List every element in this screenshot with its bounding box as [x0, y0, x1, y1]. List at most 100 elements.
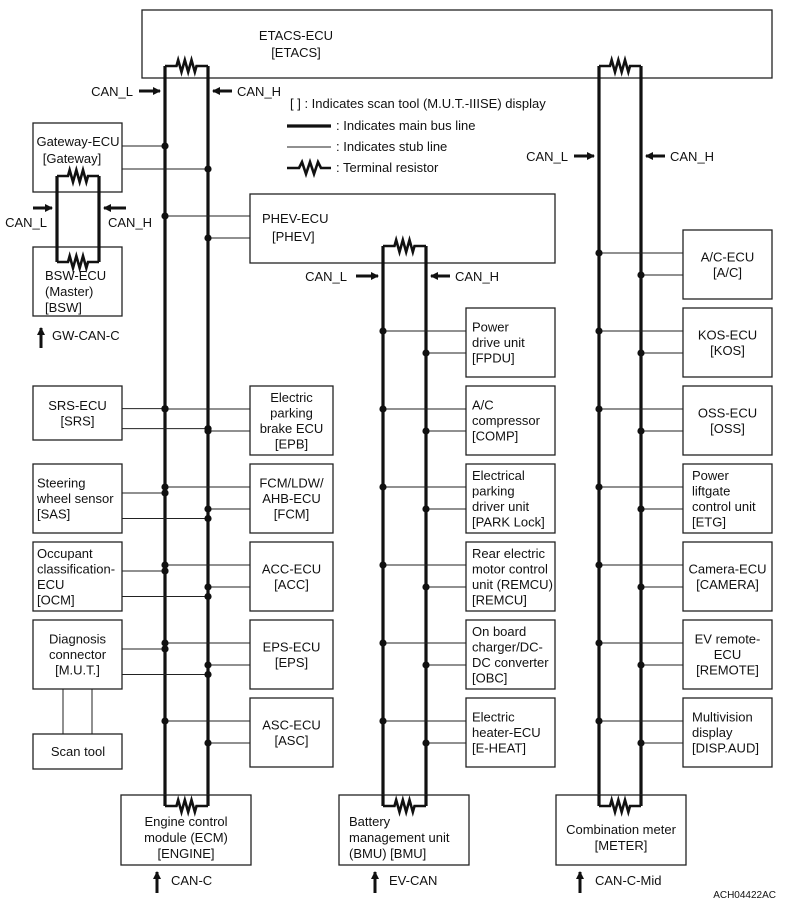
left-col-2-line-3: [SAS] — [37, 507, 70, 522]
etacs-code: [ETACS] — [271, 45, 321, 60]
bottom-2-bus-label: EV-CAN — [389, 873, 437, 888]
right-col-5-line-1: Camera-ECU — [688, 561, 766, 576]
ev-col-4-node-h — [422, 583, 430, 591]
can-c-mid-bottom-resistor-top — [599, 795, 641, 817]
phev-box — [249, 193, 556, 264]
ev-col-1-box — [465, 307, 556, 378]
ev-col-5-node-h — [422, 661, 430, 669]
can-c-top-resistor — [165, 55, 208, 77]
right-col-7-box — [682, 697, 773, 768]
ev-col-4-node-l — [379, 561, 387, 569]
ev-col-3-line-2: parking — [472, 483, 515, 498]
right-col-4-node-l — [595, 483, 603, 491]
bottom-1-line-3: [ENGINE] — [157, 846, 214, 861]
ev-can-l-label: CAN_L — [305, 269, 347, 284]
right-col-6-line-3: [REMOTE] — [696, 663, 759, 678]
right-col-2-line-1: KOS-ECU — [698, 327, 757, 342]
right-col-2-node-l — [595, 327, 603, 335]
mid-left-col-2-line-2: AHB-ECU — [262, 491, 321, 506]
ev-col-2-line-2: compressor — [472, 413, 541, 428]
etacs-box — [141, 9, 773, 79]
left-col-2-line-1: Steering — [37, 476, 85, 491]
bottom-2-line-2: management unit — [349, 830, 450, 845]
right-col-6-line-1: EV remote- — [695, 632, 761, 647]
ev-col-2-node-l — [379, 405, 387, 413]
right-col-2-node-h — [637, 349, 645, 357]
ev-col-4-line-1: Rear electric — [472, 546, 545, 561]
ev-col-5-box — [465, 619, 556, 690]
bottom-1-line-1: Engine control — [144, 814, 227, 829]
mid-left-col-1-line-1: Electric — [270, 390, 313, 405]
left-col-2-node-l — [161, 489, 169, 497]
right-col-3-box — [682, 385, 773, 456]
ev-col-6-node-l — [379, 717, 387, 725]
phev-code: [PHEV] — [272, 229, 315, 244]
can-c-can-l-label: CAN_L — [91, 84, 133, 99]
gateway-node-h — [204, 165, 212, 173]
left-col-1-line-1: SRS-ECU — [48, 398, 107, 413]
right-col-4-line-2: liftgate — [692, 483, 730, 498]
ev-col-4-line-3: unit (REMCU) — [472, 577, 553, 592]
ev-col-5-line-1: On board — [472, 624, 526, 639]
left-col-2-box — [32, 463, 123, 534]
mid-left-col-2-line-3: [FCM] — [274, 507, 309, 522]
bsw-line1: BSW-ECU — [45, 268, 106, 283]
right-col-4-line-4: [ETG] — [692, 514, 726, 529]
ev-col-3-node-h — [422, 505, 430, 513]
mid-left-col-1-node-l — [161, 405, 169, 413]
gateway-node-l — [161, 142, 169, 150]
gateway-box — [32, 122, 123, 193]
right-col-4-node-h — [637, 505, 645, 513]
etacs-name: ETACS-ECU — [259, 28, 333, 43]
right-col-7-line-3: [DISP.AUD] — [692, 741, 759, 756]
bsw-code: [BSW] — [45, 300, 82, 315]
right-col-6-node-h — [637, 661, 645, 669]
phev-name: PHEV-ECU — [262, 211, 328, 226]
right-col-6-line-2: ECU — [714, 647, 741, 662]
gw-can-h-label: CAN_H — [108, 215, 152, 230]
ev-col-3-box — [465, 463, 556, 534]
ev-col-6-line-1: Electric — [472, 710, 515, 725]
right-col-6-box — [682, 619, 773, 690]
left-col-4-node-l — [161, 645, 169, 653]
right-col-3-node-l — [595, 405, 603, 413]
ev-col-2-box — [465, 385, 556, 456]
left-col-1-box — [32, 385, 123, 441]
gw-can-l-label: CAN_L — [5, 215, 47, 230]
legend-resistor-symbol — [287, 157, 331, 179]
mid-left-col-3-node-h — [204, 583, 212, 591]
ev-can-bottom-resistor-top — [383, 795, 426, 817]
right-col-7-line-2: display — [692, 725, 733, 740]
right-col-1-node-l — [595, 249, 603, 257]
can-c-mid-can-h-label: CAN_H — [670, 149, 714, 164]
left-col-2-node-h — [204, 514, 212, 523]
ev-col-6-line-2: heater-ECU — [472, 725, 541, 740]
left-col-4-node-h — [204, 670, 212, 679]
left-col-3-node-l — [161, 567, 169, 575]
bsw-line2: (Master) — [45, 284, 93, 299]
bottom-1-bus-label: CAN-C — [171, 873, 212, 888]
mid-left-col-1-box — [249, 385, 334, 456]
ev-col-4-line-4: [REMCU] — [472, 592, 527, 607]
scan-tool-label: Scan tool — [51, 744, 105, 759]
left-col-3-box — [32, 541, 123, 612]
mid-left-col-5-node-h — [204, 739, 212, 747]
mid-left-col-2-box — [249, 463, 334, 534]
figure-id: ACH04422AC — [713, 890, 776, 901]
mid-left-col-5-box — [249, 697, 334, 768]
ev-col-2-line-3: [COMP] — [472, 429, 518, 444]
gw-can-bottom-resistor — [57, 251, 99, 273]
right-col-1-node-h — [637, 271, 645, 279]
right-col-3-node-h — [637, 427, 645, 435]
ev-col-5-line-3: DC converter — [472, 655, 549, 670]
ev-col-3-line-1: Electrical — [472, 468, 525, 483]
can-c-bottom-resistor-top — [165, 795, 208, 817]
ev-col-1-node-h — [422, 349, 430, 357]
scan-tool-box — [32, 733, 123, 770]
right-col-6-node-l — [595, 639, 603, 647]
legend-main-bus: : Indicates main bus line — [336, 118, 475, 133]
mid-left-col-1-line-4: [EPB] — [275, 436, 308, 451]
ev-col-5-line-2: charger/DC- — [472, 639, 543, 654]
